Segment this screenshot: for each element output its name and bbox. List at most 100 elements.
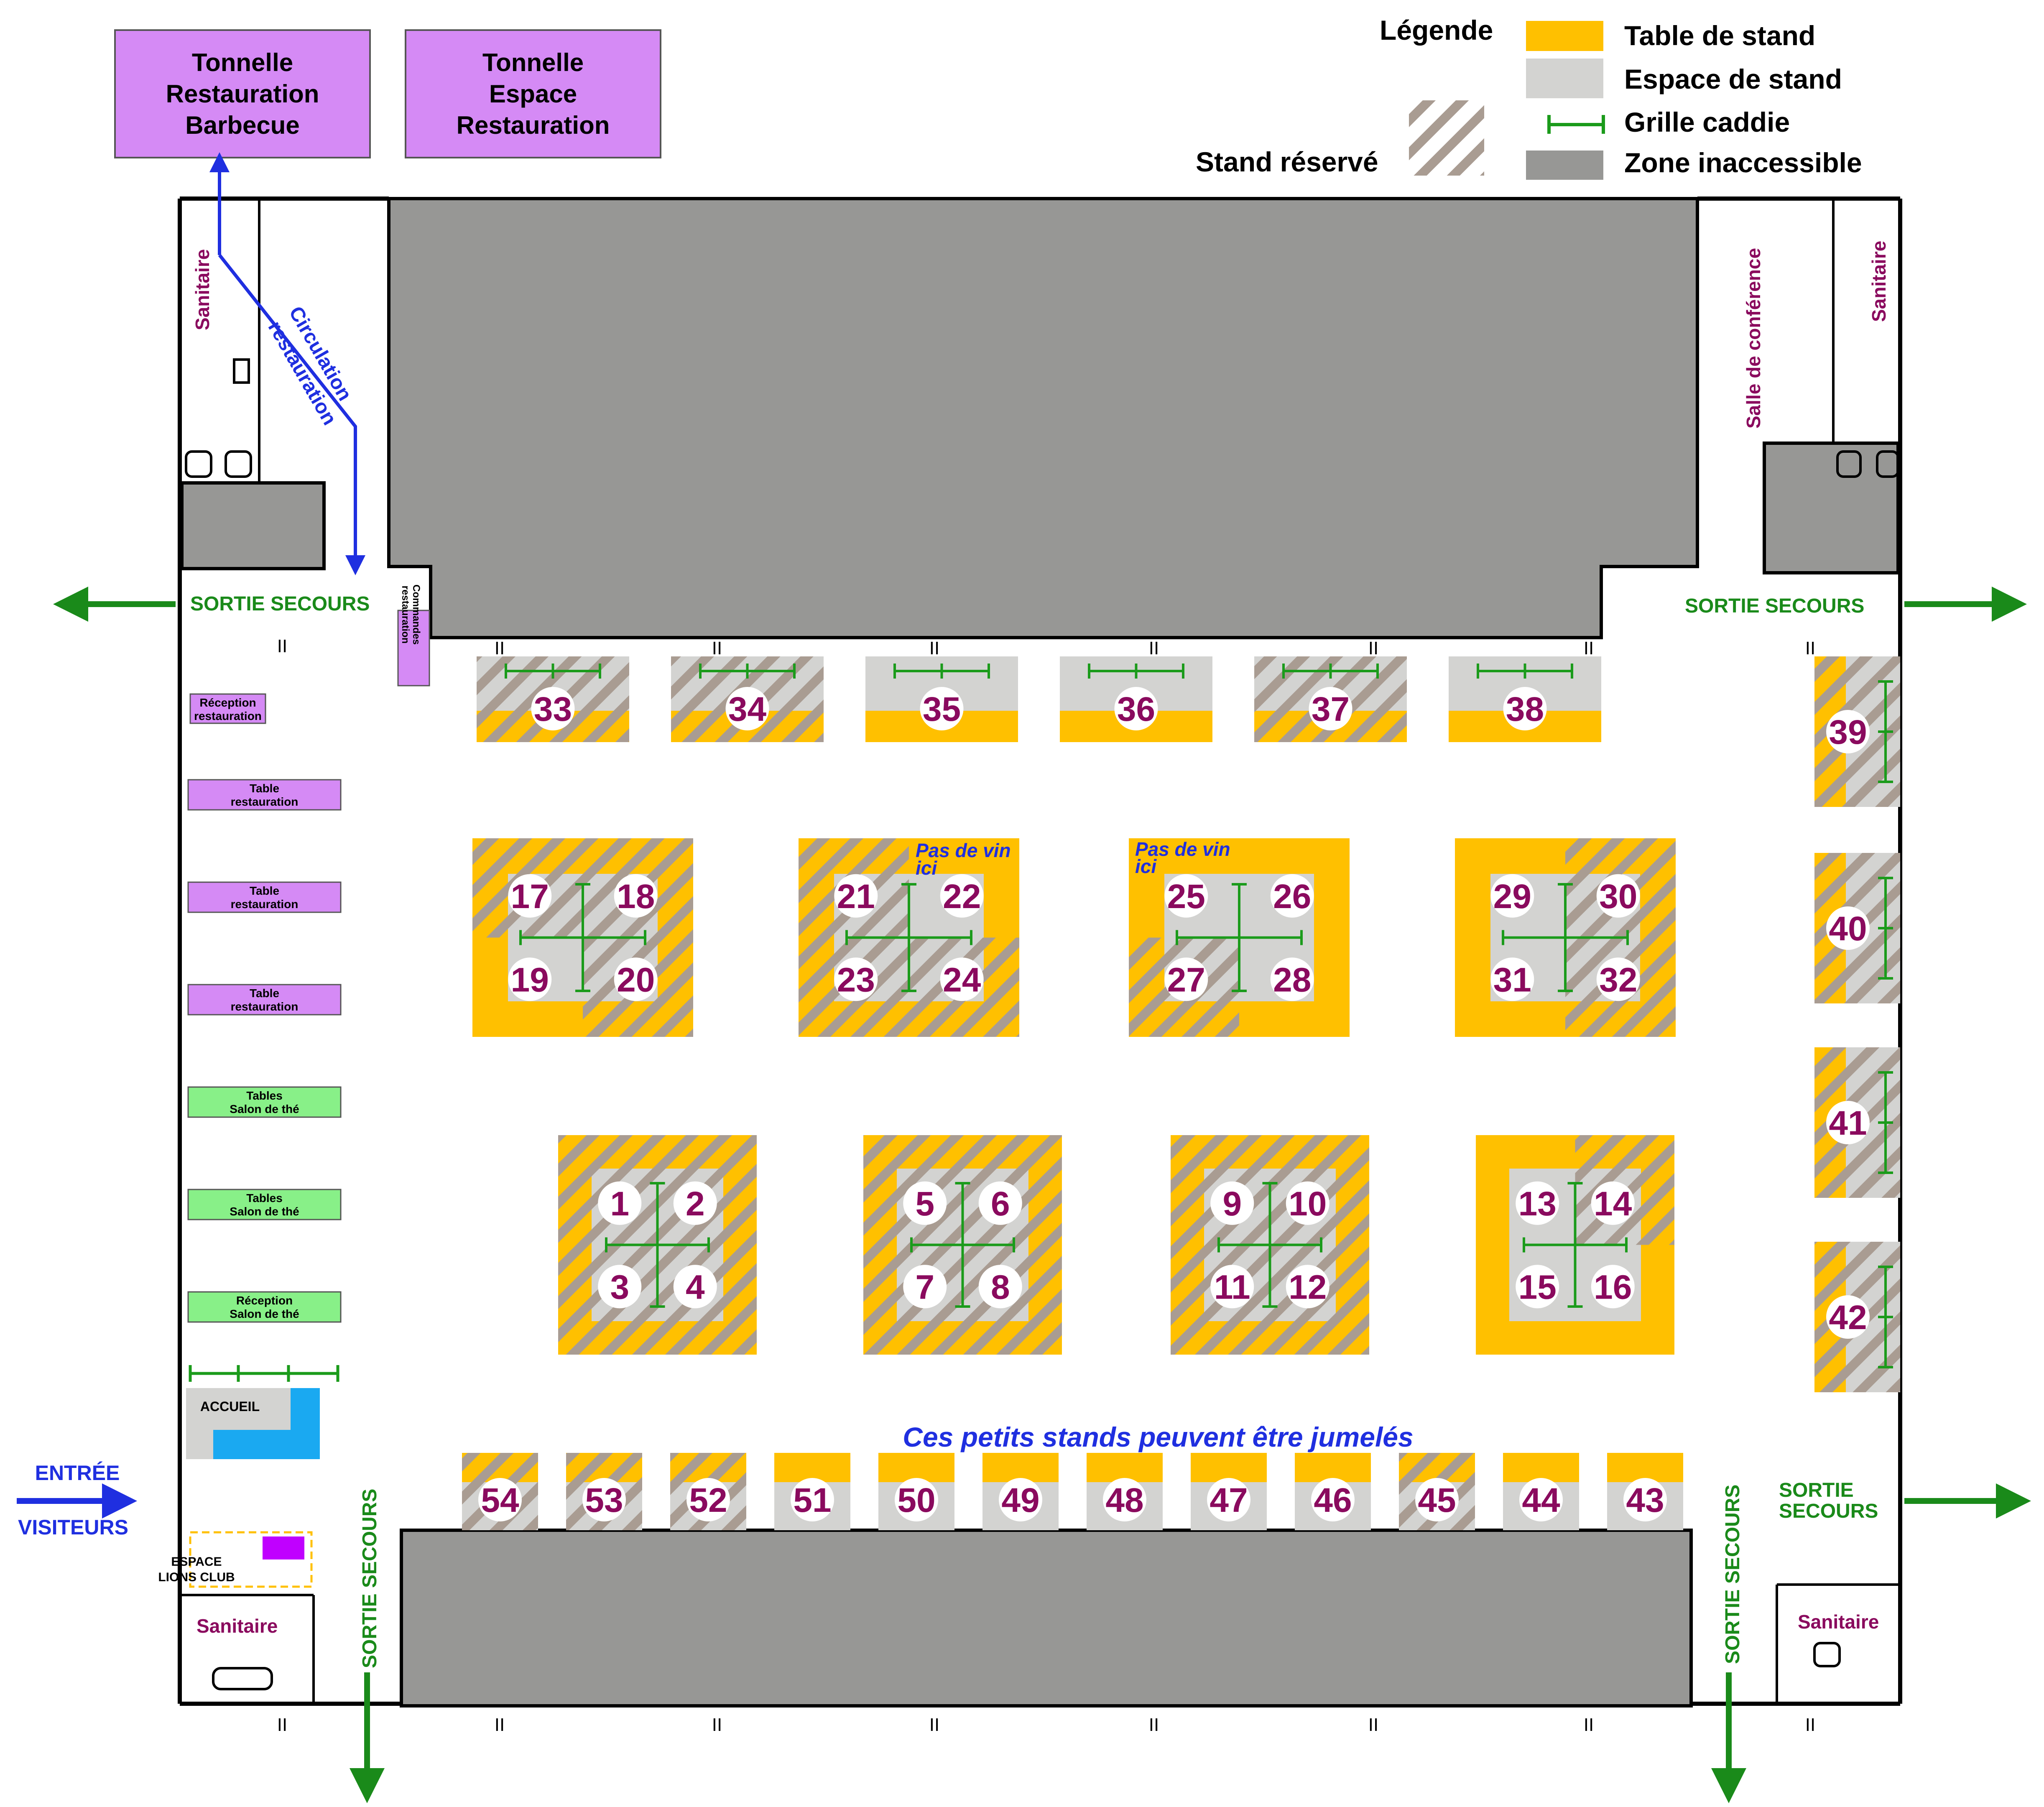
stand-50[interactable]: 50 [878, 1453, 954, 1530]
stand-21[interactable]: 21 [799, 838, 909, 938]
stand-14[interactable]: 14 [1575, 1135, 1675, 1245]
stand-38[interactable]: 38 [1449, 656, 1601, 742]
stand-40-badge [1826, 906, 1870, 950]
door-marker: II [1368, 1715, 1378, 1735]
stand-42[interactable]: 42 [1814, 1242, 1900, 1392]
pas-de-vin-note-2b: ici [1135, 855, 1157, 877]
stand-10[interactable]: 10 [1270, 1135, 1370, 1245]
stand-17[interactable]: 17 [472, 838, 583, 938]
stand-8[interactable]: 8 [962, 1245, 1062, 1355]
stand-40[interactable]: 40 [1814, 853, 1900, 1003]
stand-44[interactable]: 44 [1503, 1453, 1579, 1530]
stand-39[interactable]: 39 [1814, 656, 1900, 807]
stand-25-number: 25 [1167, 878, 1205, 916]
stand-28[interactable]: 28 [1239, 937, 1350, 1037]
stand-15[interactable]: 15 [1476, 1245, 1575, 1355]
stand-45[interactable]: 45 [1399, 1453, 1475, 1530]
door-marker: II [1149, 638, 1159, 658]
stand-23[interactable]: 23 [799, 937, 909, 1037]
door-marker: II [712, 1715, 722, 1735]
stand-block-lower-1-caddie-v [650, 1182, 665, 1308]
stand-41-badge [1826, 1101, 1870, 1144]
salle-conference-label: Salle de conférence [1743, 248, 1764, 429]
tent-bbq: Tonnelle Restauration Barbecue [114, 29, 371, 158]
stand-53[interactable]: 53 [566, 1453, 642, 1530]
stand-34[interactable]: 34 [671, 656, 824, 742]
stand-5[interactable]: 5 [863, 1135, 963, 1245]
stand-46[interactable]: 46 [1295, 1453, 1371, 1530]
stand-26[interactable]: 26 [1239, 838, 1350, 938]
stand-38-badge [1503, 687, 1547, 730]
stand-54[interactable]: 54 [462, 1453, 538, 1530]
stand-22[interactable]: 22 [909, 838, 1019, 938]
stand-9[interactable]: 9 [1171, 1135, 1270, 1245]
stand-9-badge [1210, 1181, 1254, 1225]
side-box-5-line1: Tables [246, 1089, 283, 1102]
stand-54-badge [478, 1478, 522, 1521]
stand-53-badge [582, 1478, 626, 1521]
stand-30[interactable]: 30 [1565, 838, 1676, 938]
stand-2[interactable]: 2 [657, 1135, 757, 1245]
stand-33[interactable]: 33 [477, 656, 629, 742]
sanitary-bottom-right [1776, 1583, 1900, 1704]
stand-16[interactable]: 16 [1575, 1245, 1675, 1355]
stand-35-number: 35 [923, 690, 961, 728]
stand-48[interactable]: 48 [1087, 1453, 1163, 1530]
stand-36-badge [1114, 687, 1158, 730]
stand-11[interactable]: 11 [1171, 1245, 1270, 1355]
stand-41[interactable]: 41 [1814, 1047, 1900, 1198]
exit-top-right: SORTIE SECOURS [1685, 587, 2027, 622]
stand-31[interactable]: 31 [1455, 937, 1565, 1037]
stand-37-badge [1309, 687, 1352, 730]
stand-7[interactable]: 7 [863, 1245, 963, 1355]
sanitaire-label-bottom-right: Sanitaire [1798, 1611, 1879, 1633]
stand-46-badge [1311, 1478, 1355, 1521]
legend-reserved-swatch [1409, 100, 1484, 176]
stand-37[interactable]: 37 [1254, 656, 1407, 742]
stand-34-caddie [699, 664, 796, 679]
stand-6-number: 6 [991, 1185, 1010, 1223]
stand-29[interactable]: 29 [1455, 838, 1565, 938]
stand-18-badge [614, 874, 658, 918]
stand-49[interactable]: 49 [982, 1453, 1059, 1530]
door-marker: II [277, 636, 287, 656]
stand-12[interactable]: 12 [1270, 1245, 1370, 1355]
stand-18[interactable]: 18 [583, 838, 693, 938]
side-box-3-line1: Table [250, 884, 279, 897]
stand-43[interactable]: 43 [1607, 1453, 1683, 1530]
stand-35[interactable]: 35 [865, 656, 1018, 742]
stand-25[interactable]: 25 [1129, 838, 1239, 938]
stand-38-caddie [1477, 664, 1573, 679]
stand-1[interactable]: 1 [558, 1135, 658, 1245]
stand-34-badge [725, 687, 769, 730]
stand-14-number: 14 [1594, 1185, 1632, 1223]
exit-label-top-right: SORTIE SECOURS [1685, 595, 1864, 617]
stand-27[interactable]: 27 [1129, 937, 1239, 1037]
stand-13-number: 13 [1518, 1185, 1557, 1223]
tent-restauration-line3: Restauration [457, 111, 610, 139]
stand-13[interactable]: 13 [1476, 1135, 1575, 1245]
stand-31-badge [1490, 957, 1534, 1001]
stand-52-badge [686, 1478, 730, 1521]
stand-32[interactable]: 32 [1565, 937, 1676, 1037]
stand-52[interactable]: 52 [670, 1453, 746, 1530]
stand-33-number: 33 [534, 690, 572, 728]
stand-36[interactable]: 36 [1060, 656, 1212, 742]
stand-3-number: 3 [610, 1268, 629, 1306]
stand-10-number: 10 [1289, 1185, 1327, 1223]
stand-4[interactable]: 4 [657, 1245, 757, 1355]
stand-51-number: 51 [793, 1481, 831, 1519]
stand-47[interactable]: 47 [1191, 1453, 1267, 1530]
stand-19-badge [508, 957, 552, 1001]
legend-table-label: Table de stand [1624, 20, 1815, 51]
stand-28-badge [1270, 957, 1314, 1001]
stand-51[interactable]: 51 [774, 1453, 850, 1530]
stand-24[interactable]: 24 [909, 937, 1019, 1037]
stand-19[interactable]: 19 [472, 937, 583, 1037]
stand-20[interactable]: 20 [583, 937, 693, 1037]
stand-6[interactable]: 6 [962, 1135, 1062, 1245]
stand-3[interactable]: 3 [558, 1245, 658, 1355]
